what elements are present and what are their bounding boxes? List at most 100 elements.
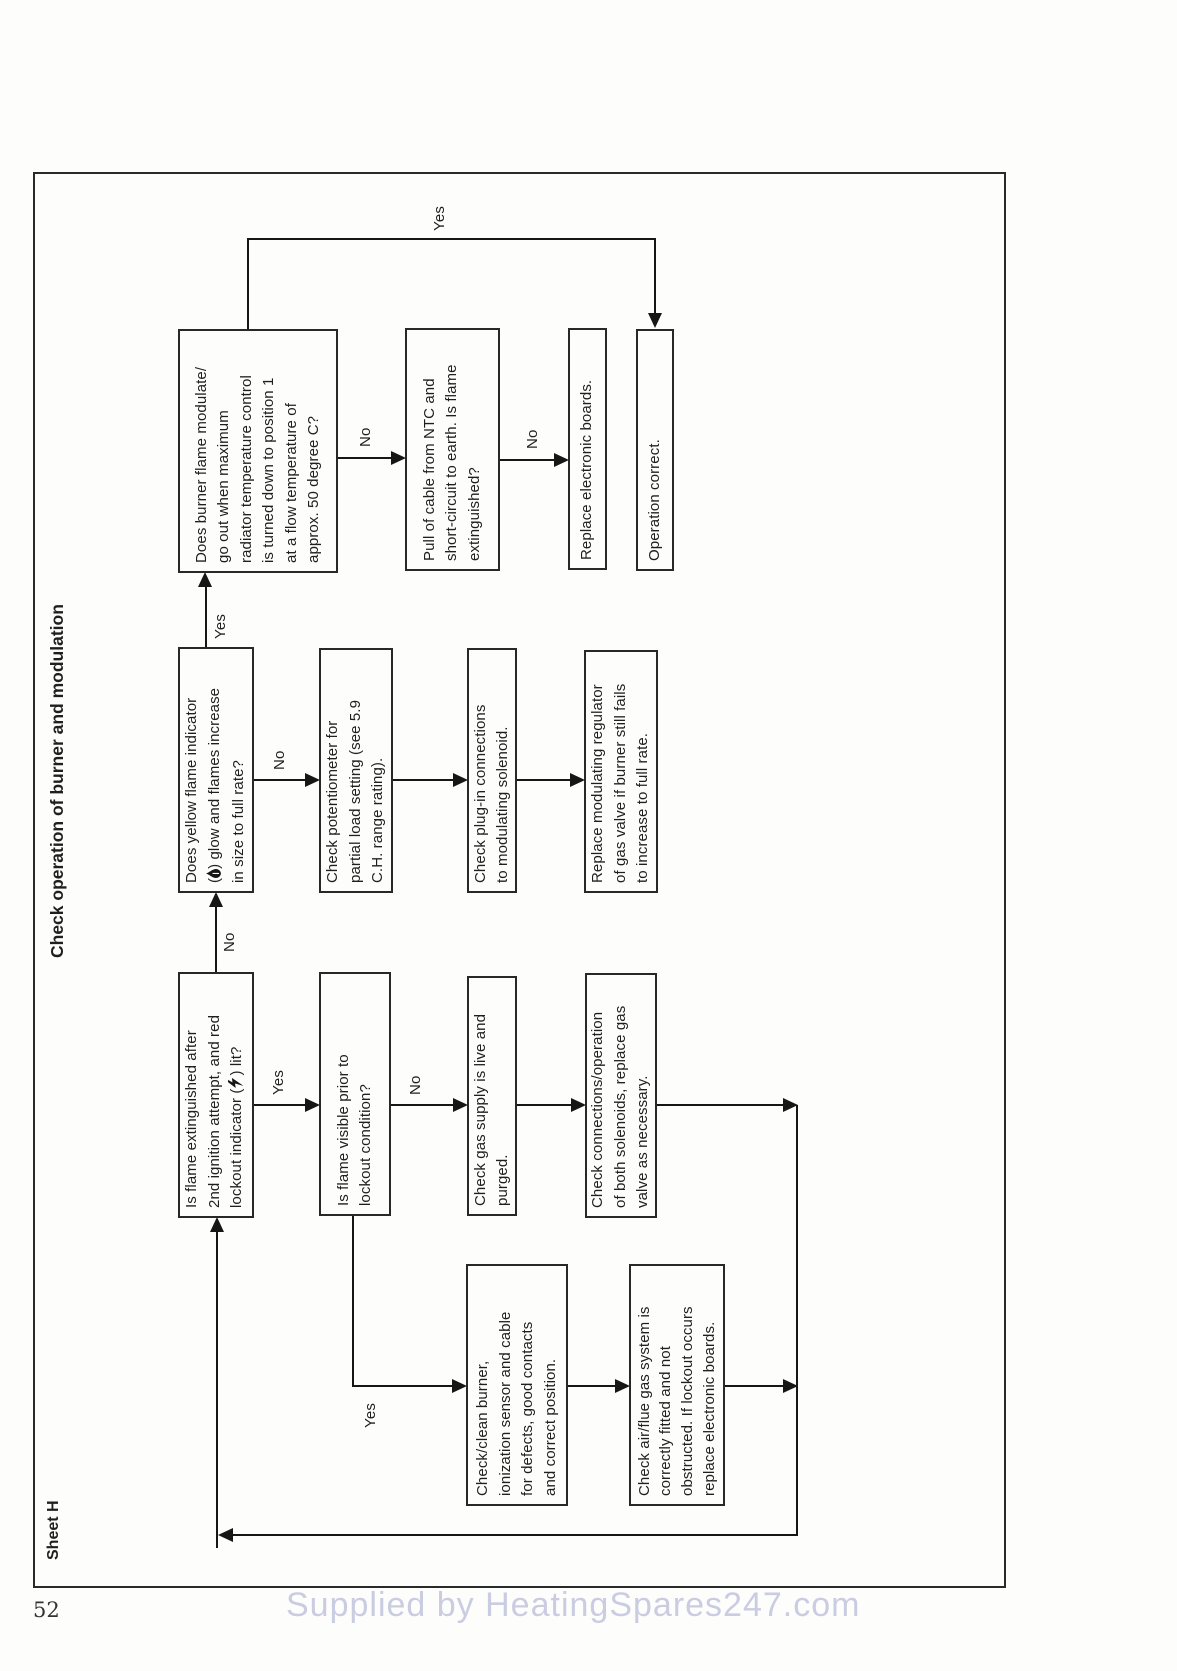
box-check-plug-in-connections: Check plug-in connections to modulating … [467, 648, 517, 893]
box-line: partial load setting (see 5.9 [346, 699, 364, 883]
box-line-text: lockout indicator ( [228, 1088, 246, 1208]
arrowhead-down [453, 1098, 468, 1112]
flow-line [517, 779, 572, 781]
box-line: of gas valve if burner still fails [611, 683, 629, 883]
box-line: radiator temperature control [237, 375, 255, 563]
box-check-clean-burner: Check/clean burner, ionization sensor an… [466, 1264, 568, 1506]
box-line: Is flame extinguished after [183, 1030, 201, 1208]
edge-label-no: No [524, 429, 541, 449]
arrowhead-right [198, 572, 212, 587]
lockout-indicator-icon [227, 1076, 251, 1089]
box-line: replace electronic boards. [700, 1321, 718, 1496]
box-replace-modulating-regulator: Replace modulating regulator of gas valv… [584, 650, 658, 893]
flow-line [725, 1385, 785, 1387]
box-line: Replace modulating regulator [589, 684, 607, 883]
box-line: lockout indicator ( ) lit? [226, 980, 251, 1208]
box-yellow-flame-question: Does yellow flame indicator ( ) glow and … [178, 647, 254, 893]
box-line: obstructed. If lockout occurs [679, 1306, 696, 1496]
arrowhead-down [305, 773, 320, 787]
arrowhead-down [391, 451, 406, 465]
flow-line [216, 1230, 218, 1548]
box-line: Check connections/operation [589, 1011, 607, 1208]
box-check-solenoid-connections: Check connections/operation of both sole… [585, 973, 657, 1218]
flow-line [352, 1385, 455, 1387]
flow-line [215, 904, 217, 972]
arrowhead-up [218, 1528, 233, 1542]
edge-label-no: No [357, 427, 374, 447]
flow-line [654, 238, 656, 316]
edge-label-no: No [407, 1075, 424, 1095]
box-line: ionization sensor and cable [496, 1311, 514, 1497]
box-check-potentiometer: Check potentiometer for partial load set… [319, 648, 393, 893]
flow-line [517, 1104, 573, 1106]
box-line-text: ( [205, 877, 223, 883]
arrowhead-right [209, 892, 223, 907]
arrowhead-down [571, 1098, 586, 1112]
box-line: Check plug-in connections [471, 704, 489, 883]
flow-line [568, 1385, 617, 1387]
arrowhead-down [453, 773, 468, 787]
box-line: ( ) glow and flames increase [204, 655, 229, 883]
box-line-text: ) lit? [228, 1046, 246, 1076]
box-line: extinguished? [465, 467, 483, 561]
box-pull-ntc-cable: Pull of cable from NTC and short-circuit… [405, 328, 500, 571]
flow-line [657, 1104, 785, 1106]
edge-label-yes: Yes [362, 1402, 379, 1428]
arrowhead-down [570, 773, 585, 787]
box-line: correctly fitted and not [657, 1346, 675, 1496]
box-line: valve as necessary. [634, 1075, 652, 1208]
box-line: Check/clean burner, [474, 1360, 491, 1496]
box-check-air-flue: Check air/flue gas system is correctly f… [629, 1264, 725, 1506]
box-line-text: ) glow and flames increase [205, 687, 223, 869]
box-line: Check air/flue gas system is [635, 1306, 653, 1496]
box-line: Pull of cable from NTC and [420, 378, 438, 561]
box-line: is turned down to position 1 [260, 377, 277, 563]
box-flame-extinguished-question: Is flame extinguished after 2nd ignition… [178, 972, 254, 1218]
box-line: at a flow temperature of [282, 403, 300, 563]
burner-modulation-flowchart: Sheet H Check operation of burner and mo… [33, 172, 1006, 1588]
box-check-gas-supply: Check gas supply is live and purged. [467, 976, 517, 1216]
page-number: 52 [33, 1598, 60, 1622]
box-replace-electronic-boards: Replace electronic boards. [568, 328, 607, 570]
box-line: short-circuit to earth. Is flame [443, 364, 461, 561]
sheet-label: Sheet H [45, 1500, 62, 1560]
box-line: lockout condition? [357, 1084, 374, 1206]
arrowhead-down [554, 453, 569, 467]
flame-icon [205, 868, 229, 878]
box-line: to increase to full rate. [634, 732, 652, 883]
box-line: Replace electronic boards. [578, 379, 596, 560]
flow-line [352, 1216, 354, 1387]
supplier-watermark: Supplied by HeatingSpares247.com [286, 1586, 861, 1624]
box-burner-modulate-question: Does burner flame modulate/ go out when … [178, 329, 338, 573]
flow-line [247, 238, 249, 329]
flow-line [338, 457, 393, 459]
box-line: approx. 50 degree C? [305, 415, 322, 563]
box-line: Does burner flame modulate/ [192, 366, 210, 563]
edge-label-yes: Yes [270, 1069, 287, 1095]
box-line: to modulating solenoid. [494, 726, 511, 883]
box-line: for defects, good contacts [519, 1321, 536, 1496]
flowchart-title: Check operation of burner and modulation [47, 604, 67, 958]
edge-label-no: No [221, 932, 238, 952]
flow-line [254, 779, 307, 781]
box-line: of both solenoids, replace gas [611, 1005, 629, 1208]
flow-line [391, 1104, 455, 1106]
flow-line [393, 779, 455, 781]
arrowhead-right [210, 1217, 224, 1232]
flow-line [205, 585, 207, 647]
box-line: and correct position. [541, 1358, 559, 1496]
box-line: Check gas supply is live and [471, 1013, 489, 1206]
box-operation-correct: Operation correct. [636, 329, 674, 571]
box-line: Check potentiometer for [324, 720, 342, 883]
box-line: Operation correct. [645, 439, 663, 561]
box-line: go out when maximum [215, 410, 232, 563]
box-line: Is flame visible prior to [334, 1054, 352, 1206]
edge-label-no: No [271, 750, 288, 770]
box-line: purged. [494, 1154, 511, 1206]
box-line: Does yellow flame indicator [183, 697, 201, 883]
arrowhead-left [648, 313, 662, 328]
edge-label-yes: Yes [431, 205, 448, 231]
flow-line [796, 1105, 798, 1535]
arrowhead-down [615, 1379, 630, 1393]
